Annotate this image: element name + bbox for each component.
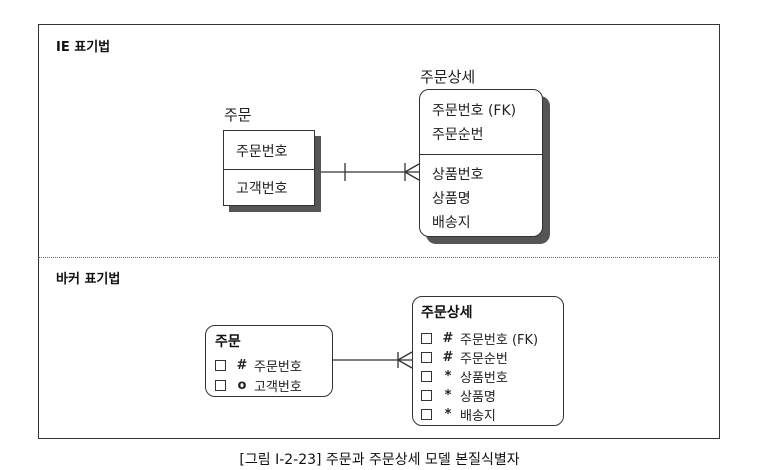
- figure-frame: [38, 24, 720, 439]
- attr-label: 주문번호: [254, 360, 302, 375]
- ie-order-detail-attr-1: 상품번호: [432, 167, 484, 183]
- barker-order-detail-attr-2: # 주문순번: [421, 348, 508, 367]
- ie-order-key-separator: [224, 169, 314, 170]
- barker-order-detail-entity-name: 주문상세: [421, 305, 473, 321]
- optional-symbol: o: [237, 378, 247, 393]
- checkbox-icon: [421, 333, 432, 344]
- ie-crowfoot-upper: [404, 163, 420, 173]
- ie-crowfoot-lower: [404, 171, 420, 181]
- barker-crowfoot-upper: [397, 351, 413, 361]
- figure-caption: [그림 Ⅰ-2-23] 주문과 주문상세 모델 본질식별자: [239, 452, 520, 468]
- barker-section-title: 바커 표기법: [56, 272, 121, 287]
- ie-order-detail-attr-3: 배송지: [432, 215, 471, 231]
- checkbox-icon: [215, 380, 226, 391]
- ie-section-title: IE 표기법: [56, 40, 111, 55]
- barker-order-detail-attr-3: * 상품번호: [421, 367, 508, 386]
- barker-order-entity: 주문 # 주문번호 o 고객번호: [205, 325, 333, 397]
- barker-order-detail-attr-5: * 배송지: [421, 405, 496, 424]
- barker-order-entity-name: 주문: [215, 334, 241, 350]
- section-divider: [38, 257, 720, 258]
- attr-label: 주문순번: [460, 352, 508, 367]
- barker-order-detail-attr-1: # 주문번호 (FK): [421, 329, 538, 348]
- mandatory-symbol: *: [444, 369, 452, 384]
- barker-crowfoot-lower: [397, 359, 413, 369]
- ie-order-detail-pk-attr-1: 주문번호 (FK): [432, 103, 517, 119]
- attr-label: 주문번호 (FK): [460, 333, 539, 348]
- checkbox-icon: [215, 360, 226, 371]
- barker-order-attr-1: # 주문번호: [215, 356, 302, 375]
- checkbox-icon: [421, 409, 432, 420]
- attr-label: 상품번호: [460, 371, 508, 386]
- ie-order-attr: 고객번호: [236, 181, 288, 197]
- attr-label: 고객번호: [254, 380, 302, 395]
- ie-order-entity-name: 주문: [224, 106, 252, 124]
- identifier-symbol: #: [442, 350, 454, 365]
- attr-label: 배송지: [460, 409, 496, 424]
- barker-order-detail-entity: 주문상세 # 주문번호 (FK) # 주문순번 * 상품번호 * 상품명 * 배…: [412, 296, 564, 426]
- barker-order-detail-attr-4: * 상품명: [421, 386, 496, 405]
- ie-order-detail-key-separator: [420, 154, 542, 155]
- checkbox-icon: [421, 390, 432, 401]
- attr-label: 상품명: [460, 390, 496, 405]
- checkbox-icon: [421, 352, 432, 363]
- mandatory-symbol: *: [444, 388, 452, 403]
- barker-order-attr-2: o 고객번호: [215, 376, 302, 395]
- identifier-symbol: #: [236, 358, 248, 373]
- ie-order-detail-pk-attr-2: 주문순번: [432, 127, 484, 143]
- identifier-symbol: #: [442, 331, 454, 346]
- ie-order-detail-entity-name: 주문상세: [420, 68, 476, 86]
- checkbox-icon: [421, 371, 432, 382]
- mandatory-symbol: *: [444, 407, 452, 422]
- ie-order-pk-attr: 주문번호: [236, 144, 288, 160]
- ie-order-detail-attr-2: 상품명: [432, 191, 471, 207]
- ie-order-entity: 주문번호 고객번호: [223, 130, 315, 206]
- ie-order-detail-entity: 주문번호 (FK) 주문순번 상품번호 상품명 배송지: [419, 89, 543, 237]
